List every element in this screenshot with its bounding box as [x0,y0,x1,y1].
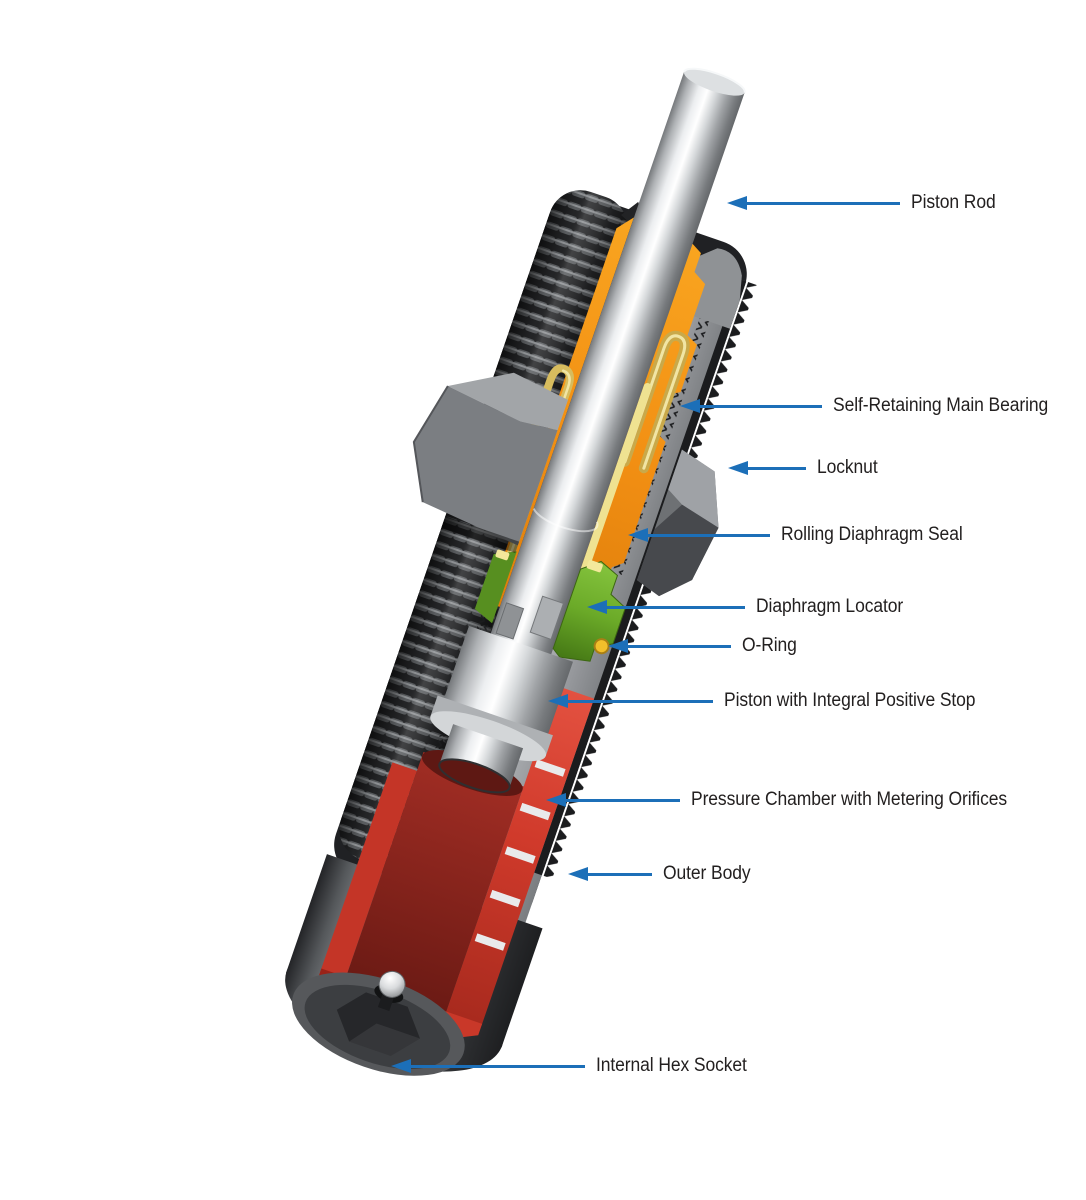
main-bearing-graphic [493,330,690,598]
callout-label: Locknut [817,457,878,478]
callout-label: Piston Rod [911,192,996,213]
callout-pressure-chamber: Pressure Chamber with Metering Orifices [546,790,1035,810]
arrow-left-icon [680,399,700,413]
callout-label: Internal Hex Socket [596,1055,747,1076]
piston-rod-graphic [483,67,746,676]
locknut-left-graphic [412,372,568,554]
arrow-left-icon [728,461,748,475]
callout-label: Piston with Integral Positive Stop [724,690,976,711]
arrow-shaft [411,1064,585,1068]
arrow-left-icon [608,639,628,653]
callout-label: Rolling Diaphragm Seal [781,524,963,545]
arrow-left-icon [568,867,588,881]
callout-main-bearing: Self-Retaining Main Bearing [680,396,1067,416]
callout-label: O-Ring [742,635,797,656]
callout-outer-body: Outer Body [568,864,758,884]
diaphragm-locator-graphic [474,549,626,662]
callout-label: Diaphragm Locator [756,596,904,617]
callout-rolling-diaphragm-seal: Rolling Diaphragm Seal [628,525,978,545]
arrow-shaft [568,699,713,703]
pressure-chamber-graphic [316,686,595,1043]
arrow-shaft [700,404,822,408]
callout-piston-rod: Piston Rod [727,193,1003,213]
callout-diaphragm-locator: Diaphragm Locator [587,597,916,617]
arrow-left-icon [546,793,566,807]
metering-orifices-graphic [474,759,566,951]
callout-internal-hex-socket: Internal Hex Socket [391,1056,760,1076]
internal-hex-socket-graphic [292,972,465,1076]
arrow-left-icon [628,528,648,542]
arrow-left-icon [548,694,568,708]
callout-locknut: Locknut [728,458,883,478]
locknut-graphic [637,449,719,597]
arrow-left-icon [391,1059,411,1073]
callout-o-ring: O-Ring [608,636,802,656]
arrow-shaft [648,533,770,537]
arrow-left-icon [587,600,607,614]
arrow-shaft [588,872,652,876]
arrow-left-icon [727,196,747,210]
callout-piston: Piston with Integral Positive Stop [548,691,997,711]
callout-label: Pressure Chamber with Metering Orifices [691,789,1008,810]
arrow-shaft [747,201,900,205]
piston-graphic [430,625,573,794]
check-ball-graphic [377,970,406,1011]
arrow-shaft [566,798,680,802]
arrow-shaft [607,605,745,609]
callout-label: Outer Body [663,863,751,884]
callout-label: Self-Retaining Main Bearing [833,395,1049,416]
arrow-shaft [628,644,731,648]
arrow-shaft [748,466,806,470]
